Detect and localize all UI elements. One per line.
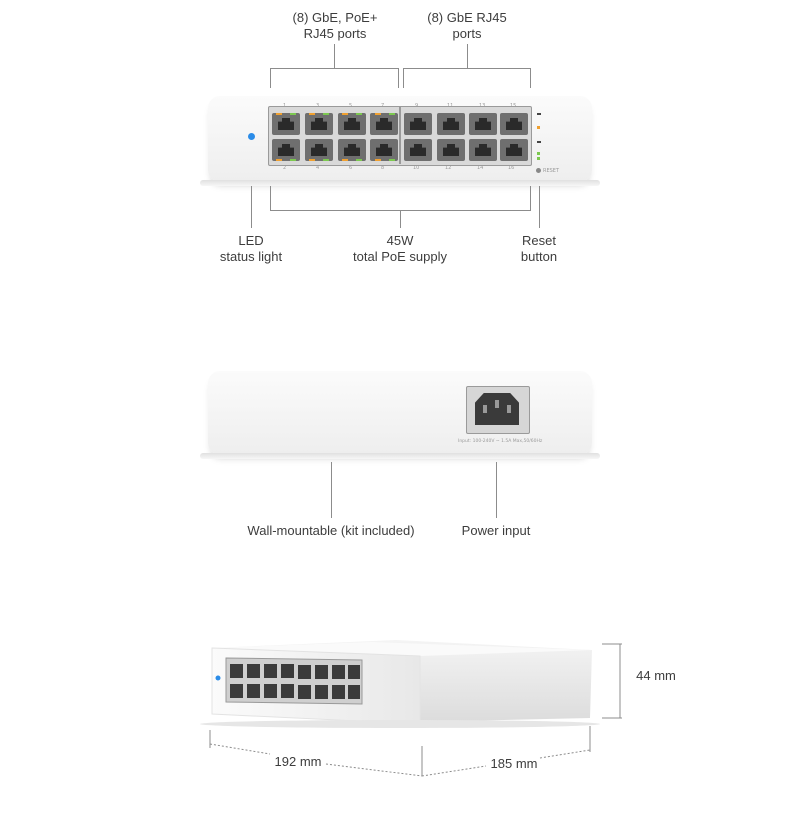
callout-led: LED status light xyxy=(219,233,283,264)
leader-supply xyxy=(400,210,401,228)
leader-wall xyxy=(331,462,332,518)
power-pin xyxy=(483,405,487,413)
port-number: 3 xyxy=(316,103,320,109)
port-15 xyxy=(500,113,528,135)
port-6 xyxy=(338,139,366,161)
callout-reset: Reset button xyxy=(520,233,558,264)
callout-wall-mount: Wall-mountable (kit included) xyxy=(247,523,415,538)
callout-rj45-ports: (8) GbE RJ45 ports xyxy=(427,10,507,41)
dim-depth-line-b xyxy=(539,749,591,759)
legend-link-dot xyxy=(537,157,540,160)
port-8 xyxy=(370,139,398,161)
dim-width-label: 192 mm xyxy=(275,754,322,769)
callout-poe-supply: 45W total PoE supply xyxy=(353,233,447,264)
leader-reset xyxy=(539,186,540,228)
port-number: 7 xyxy=(381,103,385,109)
bracket-poe-left xyxy=(270,68,271,88)
perspective-led xyxy=(215,675,221,681)
power-rating: Input: 100-240V ~ 1.5A Max,50/60Hz xyxy=(458,439,543,444)
led-status-light xyxy=(248,133,255,140)
port-11 xyxy=(437,113,465,135)
power-connector-icon xyxy=(475,393,519,425)
port-number: 4 xyxy=(316,165,320,171)
port-1 xyxy=(272,113,300,135)
power-pin xyxy=(507,405,511,413)
bracket-rj45 xyxy=(403,68,531,69)
port-13 xyxy=(469,113,497,135)
perspective-drawing: 44 mm 192 mm 185 mm xyxy=(200,640,676,777)
port-7 xyxy=(370,113,398,135)
bracket-supply-left xyxy=(270,186,271,210)
legend-mark xyxy=(537,113,541,115)
port-number: 10 xyxy=(413,165,420,171)
leader-led xyxy=(251,186,252,228)
bracket-poe-right xyxy=(398,68,399,88)
port-number: 1 xyxy=(283,103,287,109)
switch-back-base xyxy=(200,453,600,459)
reset-button-hole xyxy=(536,168,541,173)
port-16 xyxy=(500,139,528,161)
legend-mark xyxy=(537,141,541,143)
perspective-ports xyxy=(230,664,360,699)
callout-poe-ports: (8) GbE, PoE+ RJ45 ports xyxy=(292,10,378,41)
leader-rj45 xyxy=(467,44,468,68)
port-9 xyxy=(404,113,432,135)
leader-poe xyxy=(334,44,335,68)
dim-depth-label: 185 mm xyxy=(491,756,538,771)
port-number: 16 xyxy=(508,165,515,171)
bracket-poe xyxy=(270,68,399,69)
bracket-rj45-left xyxy=(403,68,404,88)
port-5 xyxy=(338,113,366,135)
port-number: 13 xyxy=(479,103,486,109)
port-number: 8 xyxy=(381,165,385,171)
port-number: 2 xyxy=(283,165,287,171)
leader-power xyxy=(496,462,497,518)
dim-depth-line-a xyxy=(421,765,487,777)
poe-indicators-top xyxy=(276,113,396,115)
poe-indicators-bottom xyxy=(276,159,396,161)
dim-height-label: 44 mm xyxy=(636,668,676,683)
port-3 xyxy=(305,113,333,135)
port-2 xyxy=(272,139,300,161)
port-12 xyxy=(437,139,465,161)
port-4 xyxy=(305,139,333,161)
bracket-rj45-right xyxy=(530,68,531,88)
legend-link-dot xyxy=(537,152,540,155)
port-number: 12 xyxy=(445,165,452,171)
box-top xyxy=(212,642,592,656)
dim-width-line-a xyxy=(209,743,271,755)
box-shadow xyxy=(200,720,600,728)
panel-divider xyxy=(399,107,401,164)
port-number: 11 xyxy=(447,103,454,109)
dim-width-line-b xyxy=(325,763,423,777)
bracket-supply-right xyxy=(530,186,531,210)
legend-poe-dot xyxy=(537,126,540,129)
port-number: 15 xyxy=(510,103,517,109)
reset-text: RESET xyxy=(543,168,560,174)
power-pin xyxy=(495,400,499,408)
port-number: 14 xyxy=(477,165,484,171)
port-number: 5 xyxy=(349,103,353,109)
port-number: 6 xyxy=(349,165,353,171)
port-number: 9 xyxy=(415,103,419,109)
switch-front-base xyxy=(200,180,600,186)
port-10 xyxy=(404,139,432,161)
callout-power-input: Power input xyxy=(461,523,531,538)
port-14 xyxy=(469,139,497,161)
